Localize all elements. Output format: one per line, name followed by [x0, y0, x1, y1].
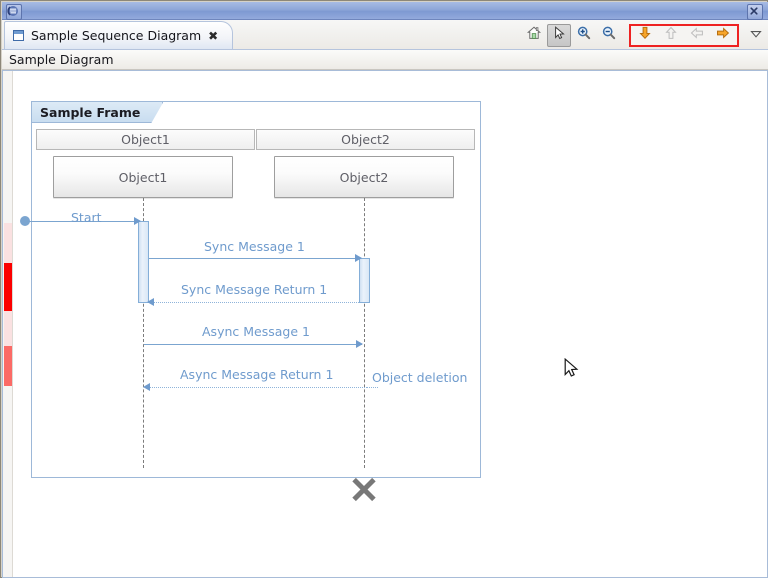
sync-message-return-1-line[interactable]: [151, 302, 359, 303]
column-header-label: Object2: [341, 132, 390, 147]
zoom-out-button[interactable]: [597, 24, 621, 47]
select-tool-icon: [551, 25, 567, 45]
tab-close-icon[interactable]: ✖: [208, 28, 219, 43]
sync-message-1-arrowhead: [355, 254, 362, 262]
lifeline-box-object1[interactable]: Object1: [53, 156, 233, 198]
async-message-1-label: Async Message 1: [202, 324, 310, 339]
view-menu-icon: [749, 26, 763, 45]
breadcrumb: Sample Diagram: [2, 50, 768, 70]
annotation-marker-salmon[interactable]: [4, 346, 12, 386]
lifeline-box-object2[interactable]: Object2: [274, 156, 454, 198]
page-title: Sample Diagram: [9, 52, 114, 67]
frame-label: Sample Frame: [40, 104, 141, 120]
editor-area: Sample Sequence Diagram ✖: [2, 20, 768, 578]
eclipse-icon: [6, 4, 22, 20]
async-message-return-1-arrowhead: [143, 383, 150, 391]
object-deletion-stub-line: [366, 387, 378, 388]
editor-tab-strip: Sample Sequence Diagram ✖: [2, 20, 768, 50]
start-message-arrowhead: [134, 217, 141, 225]
zoom-out-icon: [601, 25, 617, 45]
previous-page-button[interactable]: [659, 24, 683, 47]
diagram-file-icon: [13, 30, 24, 41]
window-close-button[interactable]: [747, 4, 763, 20]
object-deletion-label: Object deletion: [372, 370, 468, 385]
page-navigation-group: [629, 23, 739, 47]
arrow-right-icon: [715, 25, 731, 45]
frame-label-tag: Sample Frame: [32, 102, 163, 123]
lifeline-label: Object2: [339, 169, 389, 185]
async-message-1-line[interactable]: [144, 344, 362, 345]
arrow-up-icon: [663, 25, 679, 45]
activation-bar-object2[interactable]: [359, 258, 370, 303]
sync-message-return-1-label: Sync Message Return 1: [181, 282, 328, 297]
arrow-left-icon: [689, 25, 705, 45]
view-menu-button[interactable]: [748, 24, 764, 47]
arrow-down-icon: [637, 25, 653, 45]
sync-message-1-label: Sync Message 1: [204, 239, 305, 254]
annotation-marker-red[interactable]: [4, 263, 12, 311]
zoom-in-button[interactable]: [572, 24, 596, 47]
diagram-toolbar: [522, 23, 764, 47]
start-message-line[interactable]: [25, 221, 140, 222]
start-message-label: Start: [71, 210, 102, 225]
async-message-return-1-line[interactable]: [147, 387, 365, 388]
sync-message-1-line[interactable]: [149, 258, 361, 259]
lifeline-label: Object1: [118, 169, 168, 185]
column-header-object2[interactable]: Object2: [256, 129, 475, 150]
column-header-object1[interactable]: Object1: [36, 129, 255, 150]
annotation-ruler[interactable]: [3, 71, 13, 577]
async-message-return-1-label: Async Message Return 1: [180, 367, 334, 382]
go-forward-button[interactable]: [711, 24, 735, 47]
sync-message-return-1-arrowhead: [147, 298, 154, 306]
lifeline-dash-object2: [364, 198, 365, 468]
go-back-button[interactable]: [685, 24, 709, 47]
select-tool-button[interactable]: [547, 23, 571, 47]
column-header-label: Object1: [121, 132, 170, 147]
zoom-in-icon: [576, 25, 592, 45]
activation-bar-object1[interactable]: [138, 221, 149, 303]
diagram-canvas-container: Sample Frame Object1 Object2 Object1 Obj…: [2, 70, 768, 578]
lifeline-dash-object1: [143, 198, 144, 468]
next-page-button[interactable]: [633, 24, 657, 47]
tab-label: Sample Sequence Diagram: [31, 28, 202, 43]
home-button[interactable]: [522, 24, 546, 47]
tab-sample-sequence-diagram[interactable]: Sample Sequence Diagram ✖: [4, 21, 234, 49]
window-title-bar: [2, 2, 768, 20]
async-message-1-arrowhead: [356, 340, 363, 348]
home-icon: [526, 25, 542, 45]
object-deletion-x-icon: [350, 476, 378, 504]
sequence-diagram-canvas[interactable]: Sample Frame Object1 Object2 Object1 Obj…: [14, 71, 767, 577]
